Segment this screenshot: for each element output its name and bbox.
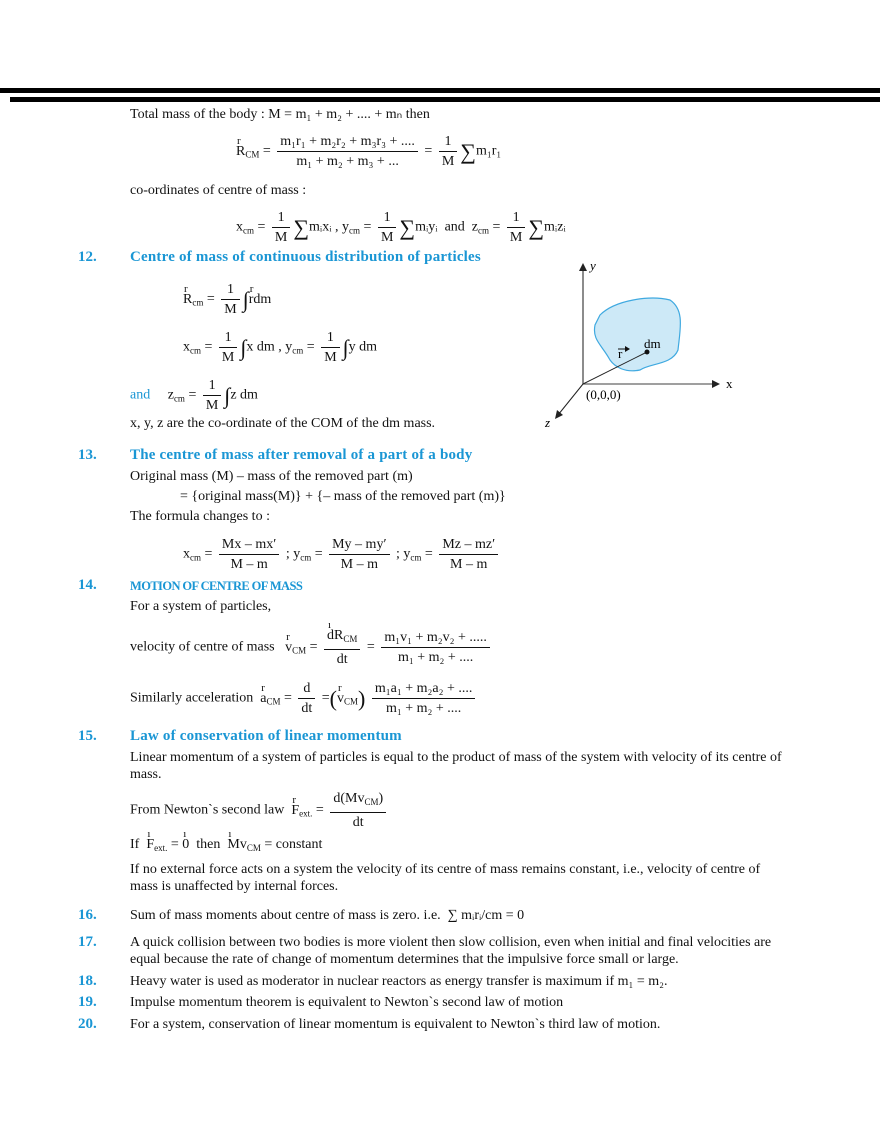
point-number: 20.	[78, 1016, 97, 1032]
rcm-formula: RCM = m₁r₁ + m₂r₂ + m₃r₃ + ....m₁ + m₂ +…	[236, 132, 501, 171]
removal-formula: xcm = Mx – mx′M – m ; ycm = My – my′M – …	[183, 535, 501, 574]
mass-body-shape	[593, 297, 681, 372]
section-number: 15.	[78, 728, 97, 744]
removal-line-3: The formula changes to :	[130, 509, 270, 524]
acceleration-formula: Similarly acceleration aCM = ddt =(vCM) …	[130, 679, 478, 718]
section-heading: The centre of mass after removal of a pa…	[130, 447, 473, 463]
r-vector-arrow-icon	[625, 346, 630, 352]
svg-text:x: x	[726, 376, 733, 391]
position-vector	[582, 351, 648, 385]
y-arrow-icon	[579, 263, 587, 271]
newton-second-law-formula: From Newton`s second law Fext. = d(MvCM)…	[130, 789, 389, 832]
section-number: 13.	[78, 447, 97, 463]
section-number: 14.	[78, 577, 97, 593]
svg-text:z: z	[544, 415, 550, 430]
point-text: Sum of mass moments about centre of mass…	[130, 908, 525, 923]
point-number: 17.	[78, 934, 97, 950]
point-text: Impulse momentum theorem is equivalent t…	[130, 995, 564, 1010]
com-note: x, y, z are the co-ordinate of the COM o…	[130, 416, 436, 431]
dm-point	[644, 349, 650, 355]
removal-line-2: = {original mass(M)} + {– mass of the re…	[180, 489, 506, 504]
point-number: 18.	[78, 973, 97, 989]
z-axis	[557, 383, 584, 416]
section-heading: MOTION OF CENTRE OF MASS	[130, 579, 303, 593]
momentum-paragraph: Linear momentum of a system of particles…	[130, 750, 782, 782]
svg-text:y: y	[588, 258, 596, 273]
point-number: 19.	[78, 994, 97, 1010]
header-rule-bottom	[10, 97, 880, 102]
section-heading: Centre of mass of continuous distributio…	[130, 249, 481, 265]
com-diagram: y x z (0,0,0) dm r	[544, 258, 733, 430]
point-number: 16.	[78, 907, 97, 923]
rcm-integral-formula: Rcm = 1M∫rdm	[183, 280, 271, 319]
coords-label: co-ordinates of centre of mass :	[130, 183, 307, 198]
x-arrow-icon	[712, 380, 720, 388]
point-text: Heavy water is used as moderator in nucl…	[130, 974, 668, 989]
no-external-force-paragraph: If no external force acts on a system th…	[130, 862, 761, 894]
svg-text:r: r	[618, 346, 623, 361]
velocity-formula: velocity of centre of mass vCM = dRCMdt …	[130, 616, 493, 669]
header-rule-top	[0, 88, 880, 93]
removal-line-1: Original mass (M) – mass of the removed …	[130, 469, 413, 484]
svg-text:(0,0,0): (0,0,0)	[586, 387, 621, 402]
svg-text:dm: dm	[644, 336, 661, 351]
section-heading: Law of conservation of linear momentum	[130, 728, 402, 744]
constant-momentum-formula: If Fext. = 0 then MvCM = constant	[130, 826, 322, 857]
point-text: For a system, conservation of linear mom…	[130, 1017, 661, 1032]
total-mass-text: Total mass of the body : M = m₁ + m₂ + .…	[130, 107, 430, 122]
point-text: A quick collision between two bodies is …	[130, 935, 772, 967]
section-number: 12.	[78, 249, 97, 265]
z-arrow-icon	[555, 410, 563, 419]
system-particles-text: For a system of particles,	[130, 599, 272, 614]
